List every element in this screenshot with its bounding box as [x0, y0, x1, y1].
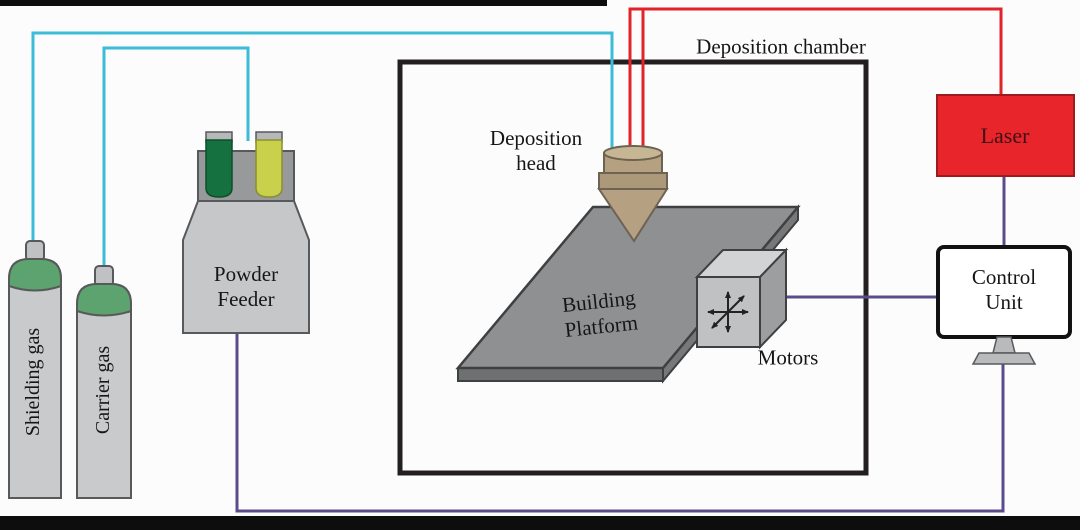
shielding-gas-line	[31, 31, 614, 246]
cylinder-dome	[76, 283, 132, 317]
control-to-feeder-line	[235, 334, 1005, 513]
control-lines	[235, 176, 1006, 513]
nozzle-top	[603, 145, 663, 161]
cylinder-body	[8, 258, 62, 499]
top-black-bar	[0, 0, 607, 6]
nozzle-flange	[598, 172, 668, 190]
laser-lines	[628, 7, 1003, 165]
control-unit-monitor	[936, 245, 1072, 365]
monitor-base	[971, 352, 1037, 365]
platform-front-edge	[457, 367, 664, 382]
motors-box	[694, 247, 789, 350]
deposition-chamber-outline	[397, 59, 869, 476]
bottom-black-bar	[0, 516, 1080, 530]
gas-lines	[31, 31, 614, 270]
laser-box	[936, 94, 1075, 177]
cylinder-dome	[8, 258, 62, 292]
laser-delivery-line	[628, 7, 1003, 165]
carrier-gas-line	[102, 46, 250, 270]
powder-feeder	[182, 131, 310, 334]
axes-arrows-icon	[707, 291, 749, 333]
platform-top-face	[455, 205, 801, 370]
monitor-bezel	[936, 245, 1072, 339]
green-powder-hopper	[205, 139, 233, 198]
deposition-head-nozzle	[597, 145, 669, 243]
feeder-body	[182, 200, 310, 334]
carrier-gas-cylinder	[76, 265, 132, 499]
monitor-stand	[992, 336, 1016, 354]
yellow-powder-hopper	[255, 139, 283, 198]
nozzle-cone	[597, 188, 669, 243]
shielding-gas-cylinder	[8, 240, 62, 499]
